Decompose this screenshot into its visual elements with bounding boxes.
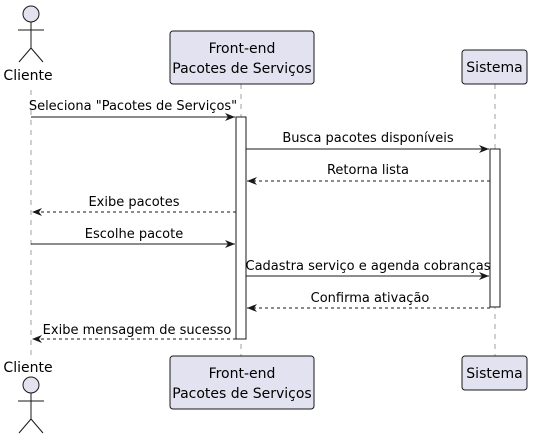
actor-cliente-bottom: Cliente bbox=[3, 360, 53, 434]
participant-label-cliente-top: Cliente bbox=[3, 68, 52, 84]
message-6: Cadastra serviço e agenda cobranças bbox=[246, 259, 491, 280]
participant-frontend-top: Front-end Pacotes de Serviços bbox=[169, 30, 315, 85]
message-label: Confirma ativação bbox=[311, 291, 430, 306]
message-label: Exibe mensagem de sucesso bbox=[43, 323, 232, 338]
message-5: Escolhe pacote bbox=[31, 227, 235, 248]
message-label: Exibe pacotes bbox=[88, 195, 179, 210]
message-7: Confirma ativação bbox=[247, 291, 490, 312]
participant-label-frontend-line1: Front-end bbox=[209, 366, 276, 382]
participant-label-sistema-top: Sistema bbox=[466, 60, 522, 76]
actor-icon bbox=[18, 376, 44, 434]
actor-icon bbox=[18, 5, 44, 63]
participant-label-sistema-bottom: Sistema bbox=[466, 366, 522, 382]
participant-label-cliente-bottom: Cliente bbox=[3, 360, 52, 376]
message-label: Busca pacotes disponíveis bbox=[282, 131, 453, 146]
message-label: Retorna lista bbox=[327, 163, 409, 178]
activation-bar-frontend bbox=[235, 116, 247, 340]
message-label: Seleciona "Pacotes de Serviços" bbox=[29, 99, 237, 114]
activation-bar-sistema bbox=[489, 148, 501, 308]
message-3: Retorna lista bbox=[247, 163, 490, 185]
participant-label-frontend-line1: Front-end bbox=[209, 41, 276, 57]
message-label: Escolhe pacote bbox=[85, 227, 183, 242]
participant-sistema-bottom: Sistema bbox=[461, 355, 528, 391]
message-1: Seleciona "Pacotes de Serviços" bbox=[29, 99, 237, 121]
message-8: Exibe mensagem de sucesso bbox=[32, 323, 236, 343]
actor-cliente-top: Cliente bbox=[3, 5, 53, 84]
message-4: Exibe pacotes bbox=[32, 195, 236, 216]
participant-label-frontend-line2: Pacotes de Serviços bbox=[172, 61, 311, 77]
message-2: Busca pacotes disponíveis bbox=[246, 131, 489, 153]
message-label: Cadastra serviço e agenda cobranças bbox=[246, 259, 491, 274]
participant-sistema-top: Sistema bbox=[461, 49, 528, 85]
participant-frontend-bottom: Front-end Pacotes de Serviços bbox=[169, 355, 315, 410]
participant-label-frontend-line2: Pacotes de Serviços bbox=[172, 386, 311, 402]
